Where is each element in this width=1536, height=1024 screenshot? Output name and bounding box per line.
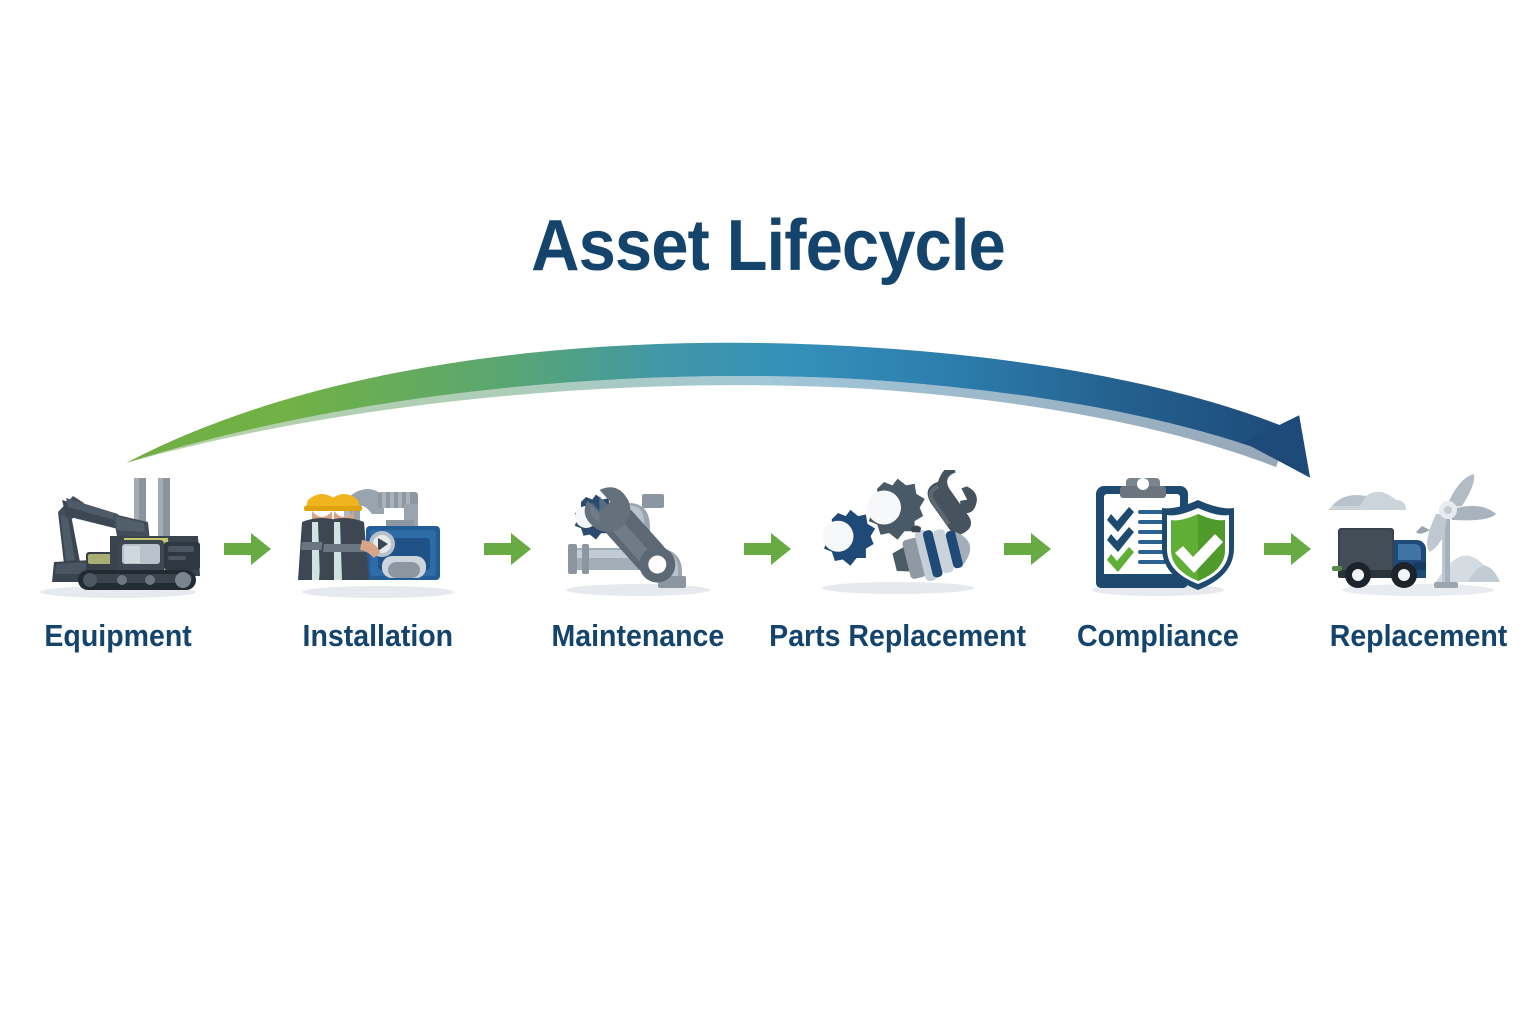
step-maintenance[interactable]: Maintenance xyxy=(532,470,744,670)
gears-nozzle-icon xyxy=(798,470,998,600)
arc-arrowhead xyxy=(1243,415,1311,478)
connector-4 xyxy=(1004,470,1052,670)
excavator-icon xyxy=(18,470,218,600)
step-label: Installation xyxy=(302,618,454,653)
step-label: Parts Replacement xyxy=(769,618,1027,653)
step-arrow-icon xyxy=(1004,533,1051,565)
connector-1 xyxy=(224,470,272,670)
truck-wind-turbine-icon xyxy=(1318,470,1518,600)
step-label: Equipment xyxy=(44,618,192,653)
step-label: Replacement xyxy=(1329,618,1507,653)
step-label: Maintenance xyxy=(551,618,725,653)
step-arrow-icon xyxy=(224,533,271,565)
workers-machinery-icon xyxy=(278,470,478,600)
step-installation[interactable]: Installation xyxy=(272,470,484,670)
arc-band-shade xyxy=(126,375,1280,467)
arc-band xyxy=(126,342,1292,463)
connector-3 xyxy=(744,470,792,670)
step-parts-replacement[interactable]: Parts Replacement xyxy=(770,470,1026,670)
connector-5 xyxy=(1264,470,1312,670)
page-title: Asset Lifecycle xyxy=(531,206,1006,286)
step-arrow-icon xyxy=(484,533,531,565)
step-label: Compliance xyxy=(1077,618,1239,653)
step-arrow-icon xyxy=(1264,533,1311,565)
wrench-pipes-gear-icon xyxy=(538,470,738,600)
lifecycle-steps: Equipment xyxy=(0,470,1536,670)
step-replacement[interactable]: Replacement xyxy=(1312,470,1524,670)
step-equipment[interactable]: Equipment xyxy=(12,470,224,670)
clipboard-shield-icon xyxy=(1058,470,1258,600)
step-compliance[interactable]: Compliance xyxy=(1052,470,1264,670)
connector-2 xyxy=(484,470,532,670)
step-arrow-icon xyxy=(744,533,791,565)
